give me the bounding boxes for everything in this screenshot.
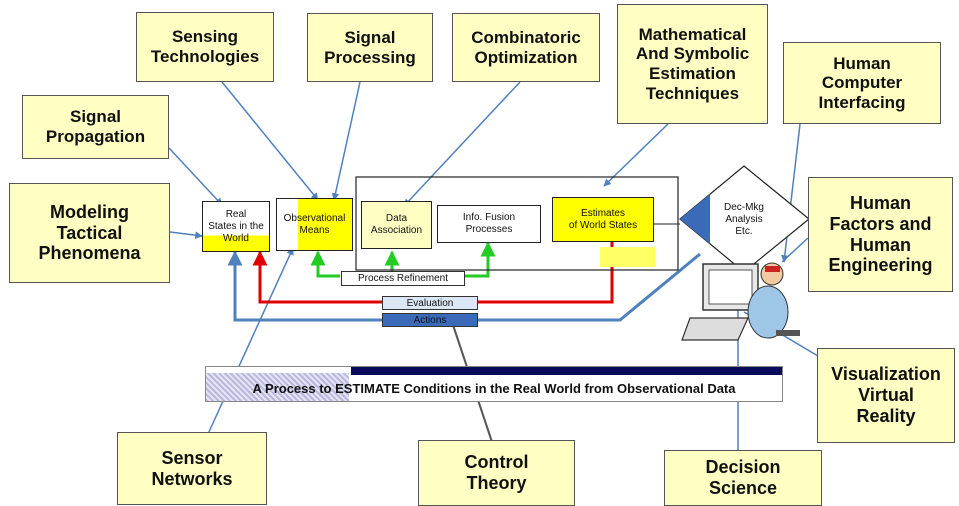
banner-navy-strip: [351, 367, 782, 375]
callout-visualization-virtual-reality: Visualization Virtual Reality: [817, 348, 955, 443]
bar-process-refinement: Process Refinement: [341, 271, 465, 286]
operator-body: [747, 285, 789, 339]
dec-mkg-diamond-shade: [680, 194, 710, 244]
connector-hci: [781, 123, 801, 263]
callout-decision-science: Decision Science: [664, 450, 822, 506]
callout-control-theory: Control Theory: [418, 440, 575, 506]
callout-sensing-technologies: Sensing Technologies: [136, 12, 274, 82]
estimates-shadow: [600, 247, 655, 267]
connector-modeling: [169, 231, 203, 239]
connector-signal-propagation: [168, 147, 223, 206]
callout-sensor-networks: Sensor Networks: [117, 432, 267, 505]
connector-sensing: [221, 81, 319, 201]
banner-title: A Process to ESTIMATE Conditions in the …: [252, 380, 736, 396]
bar-evaluation: Evaluation: [382, 296, 478, 310]
keyboard: [681, 317, 749, 341]
connector-math: [603, 123, 669, 187]
callout-human-factors: Human Factors and Human Engineering: [808, 177, 953, 292]
connector-signal-processing: [331, 81, 361, 201]
connector-combinatoric: [403, 81, 521, 207]
box-data-association: Data Association: [361, 201, 432, 249]
refinement-loop-right: [464, 241, 496, 278]
connector-sensor-networks: [207, 247, 294, 435]
operator-chair: [776, 330, 800, 336]
box-observational-means: Observational Means: [276, 198, 353, 251]
callout-modeling-tactical-phenomena: Modeling Tactical Phenomena: [9, 183, 170, 283]
banner: A Process to ESTIMATE Conditions in the …: [205, 366, 783, 402]
operator-visor: [765, 266, 780, 272]
callout-signal-propagation: Signal Propagation: [22, 95, 169, 159]
box-estimates: Estimates of World States: [552, 197, 654, 242]
box-real-states: Real States in the World: [202, 201, 270, 252]
banner-hatched-block: [206, 373, 349, 401]
monitor-screen: [708, 269, 753, 305]
refinement-loop-left: [310, 250, 340, 278]
callout-combinatoric-optimization: Combinatoric Optimization: [452, 13, 600, 82]
connector-human-factors: [781, 237, 809, 263]
callout-mathematical-estimation: Mathematical And Symbolic Estimation Tec…: [617, 4, 768, 124]
callout-human-computer-interfacing: Human Computer Interfacing: [783, 42, 941, 124]
label-dec-mkg: Dec-Mkg Analysis Etc.: [723, 202, 764, 237]
operator-illustration: [681, 262, 800, 341]
bar-actions: Actions: [382, 313, 478, 327]
callout-signal-processing: Signal Processing: [307, 13, 433, 82]
box-info-fusion: Info. Fusion Processes: [437, 205, 541, 243]
